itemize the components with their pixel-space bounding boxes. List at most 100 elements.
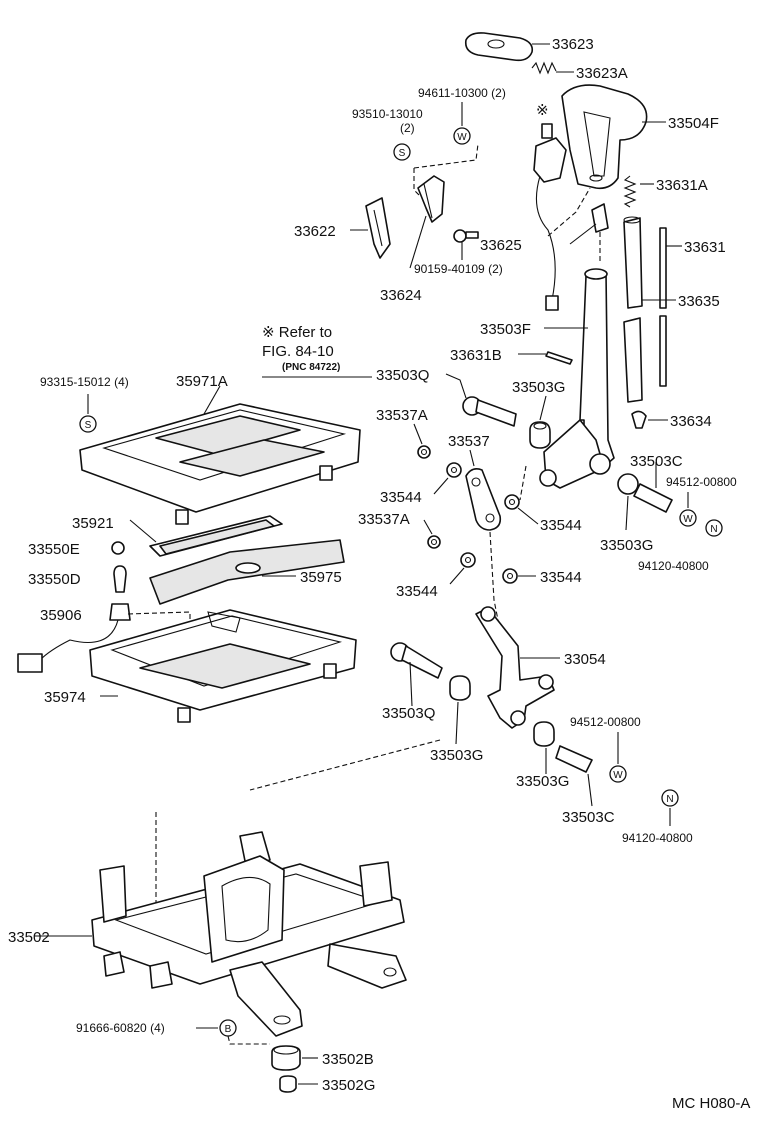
part-33624-plate	[417, 175, 445, 223]
label-93315: 93315-15012 (4)	[40, 375, 129, 389]
label-33503C-lower: 33503C	[562, 809, 615, 826]
figure-code: MC H080-A	[672, 1095, 750, 1112]
label-94120-lower: 94120-40800	[622, 831, 693, 845]
svg-text:B: B	[225, 1024, 232, 1035]
label-93510: 93510-13010	[352, 107, 423, 121]
part-33544-ering-4	[502, 568, 518, 584]
label-33631A: 33631A	[656, 177, 708, 194]
part-knob-switch: ※	[533, 102, 567, 311]
part-35974-cover	[89, 609, 357, 723]
label-94512-lower: 94512-00800	[570, 715, 641, 729]
part-33631-rod	[659, 227, 667, 309]
label-33622: 33622	[294, 223, 336, 240]
part-33502B-cushion	[271, 1045, 301, 1071]
svg-text:W: W	[683, 514, 693, 525]
badge-w-94611: W	[453, 127, 471, 145]
part-33502-base	[91, 831, 407, 1037]
label-33503G-lower: 33503G	[516, 773, 569, 790]
label-91666: 91666-60820 (4)	[76, 1021, 165, 1035]
part-33503C-sleeve-upper	[617, 473, 673, 513]
part-33537-link	[465, 468, 502, 531]
label-33631: 33631	[684, 239, 726, 256]
svg-text:S: S	[399, 148, 406, 159]
label-33634: 33634	[670, 413, 712, 430]
label-33544-d: 33544	[540, 569, 582, 586]
label-33503Q-lower: 33503Q	[382, 705, 435, 722]
label-33631B: 33631B	[450, 347, 502, 364]
label-33504F: 33504F	[668, 115, 719, 132]
label-35975: 35975	[300, 569, 342, 586]
label-35974: 35974	[44, 689, 86, 706]
label-33623A: 33623A	[576, 65, 628, 82]
refer-fig-text: FIG. 84-10	[262, 343, 334, 360]
label-35971A: 35971A	[176, 373, 228, 390]
part-33503G-bushing-upper	[529, 421, 551, 449]
label-33503C-upper: 33503C	[630, 453, 683, 470]
part-33503F-shift-lever	[539, 268, 615, 489]
label-33550D: 33550D	[28, 571, 81, 588]
label-33503G-upper-right: 33503G	[600, 537, 653, 554]
label-33502B: 33502B	[322, 1051, 374, 1068]
part-33537A-clip-lower	[427, 535, 441, 549]
part-33503Q-bolt-lower	[390, 642, 443, 679]
part-33631B-pin	[545, 351, 573, 365]
part-33634-clip	[631, 410, 647, 429]
badge-n-upper: N	[705, 519, 723, 537]
part-90159-screw	[453, 229, 479, 243]
label-33502: 33502	[8, 929, 50, 946]
svg-text:S: S	[85, 420, 92, 431]
svg-text:N: N	[710, 524, 717, 535]
part-33625-clip	[591, 203, 609, 233]
label-33625: 33625	[480, 237, 522, 254]
label-94120-upper: 94120-40800	[638, 559, 709, 573]
label-94512-upper: 94512-00800	[666, 475, 737, 489]
svg-text:N: N	[666, 794, 673, 805]
part-33623-button	[464, 32, 534, 62]
label-33502G: 33502G	[322, 1077, 375, 1094]
label-33537A-upper: 33537A	[376, 407, 428, 424]
part-33503G-bushing-lower	[533, 721, 555, 747]
svg-text:W: W	[613, 770, 623, 781]
part-33503Q-bolt-upper	[462, 396, 517, 427]
label-33550E: 33550E	[28, 541, 80, 558]
part-33623A-spring	[531, 61, 557, 75]
label-33623: 33623	[552, 36, 594, 53]
part-33503C-sleeve-lower	[555, 745, 593, 773]
part-33550E-lens	[111, 541, 125, 555]
part-33622-bracket	[365, 197, 391, 259]
label-33635: 33635	[678, 293, 720, 310]
part-33544-ering-3	[460, 552, 476, 568]
badge-s-93510: S	[393, 143, 411, 161]
label-35921: 35921	[72, 515, 114, 532]
label-33503G-mid: 33503G	[430, 747, 483, 764]
label-33054: 33054	[564, 651, 606, 668]
label-33503G-upper: 33503G	[512, 379, 565, 396]
label-35906: 35906	[40, 607, 82, 624]
part-33537A-clip-upper	[417, 445, 431, 459]
label-33544-b: 33544	[540, 517, 582, 534]
part-35971A-cover	[79, 403, 361, 525]
part-35906-socket	[17, 603, 131, 673]
part-35975-plate	[149, 539, 345, 605]
badge-w-lower: W	[609, 765, 627, 783]
part-33635-sleeve	[623, 216, 667, 403]
badge-n-lower: N	[661, 789, 679, 807]
badge-s-93315: S	[79, 415, 97, 433]
label-33537: 33537	[448, 433, 490, 450]
label-33503Q-upper: 33503Q	[376, 367, 429, 384]
label-90159: 90159-40109 (2)	[414, 262, 503, 276]
part-35921-plate	[149, 515, 283, 557]
label-33544-a: 33544	[380, 489, 422, 506]
part-33544-ering-1	[446, 462, 462, 478]
label-94611: 94611-10300 (2)	[418, 86, 506, 100]
part-33504F-knob	[561, 84, 648, 190]
label-33503F: 33503F	[480, 321, 531, 338]
part-33054-lever	[475, 606, 555, 729]
badge-b-91666: B	[219, 1019, 237, 1037]
part-33631A-spring	[623, 175, 637, 208]
label-33544-c: 33544	[396, 583, 438, 600]
part-33502G-collar	[279, 1075, 297, 1093]
refer-to-text: ※ Refer to	[262, 324, 332, 341]
part-33503G-bushing-mid	[449, 675, 471, 701]
